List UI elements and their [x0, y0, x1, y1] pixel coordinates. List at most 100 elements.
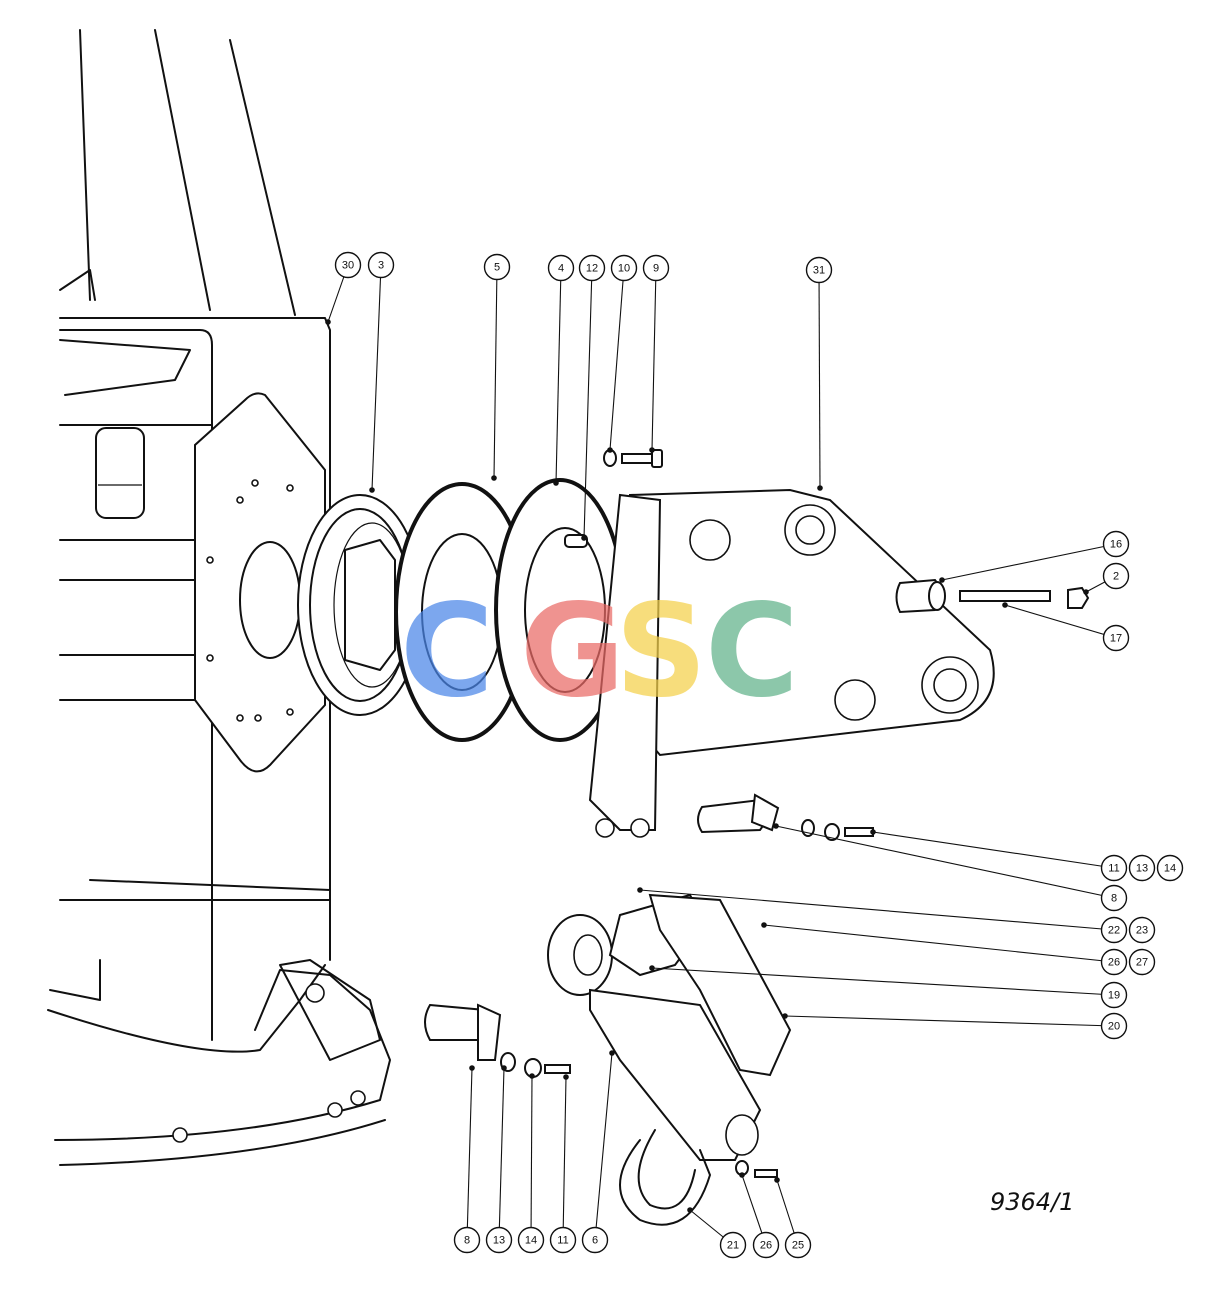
callout-label: 2: [1113, 571, 1119, 583]
callout-circle: [1128, 948, 1156, 976]
callout-circle: [610, 254, 638, 282]
leader-dot-12: [581, 535, 587, 541]
leader-line-5: [493, 266, 498, 479]
leader-dot-16: [939, 577, 945, 583]
leader-dot-22: [637, 887, 643, 893]
leader-dot-26: [739, 1172, 745, 1178]
callout-circle: [1100, 916, 1128, 944]
leader-line-6: [594, 1052, 613, 1241]
leader-dot-2: [1083, 589, 1089, 595]
callout-14: 14: [517, 1226, 545, 1254]
callout-17: 17: [1102, 624, 1130, 652]
callout-circle: [517, 1226, 545, 1254]
callout-label: 22: [1108, 925, 1120, 937]
callout-circle: [1100, 948, 1128, 976]
callout-label: 27: [1136, 957, 1148, 969]
leader-dot-31: [817, 485, 823, 491]
callout-11: 11: [549, 1226, 577, 1254]
leader-dot-20: [782, 1013, 788, 1019]
leader-dot-5: [491, 475, 497, 481]
callout-label: 8: [1111, 893, 1117, 905]
leader-line-16: [941, 543, 1117, 581]
leader-dot-13: [501, 1065, 507, 1071]
callout-label: 11: [557, 1235, 568, 1247]
callout-12: 12: [578, 254, 606, 282]
callout-label: 20: [1108, 1021, 1120, 1033]
leader-line-12: [583, 267, 593, 539]
leader-line-11: [872, 831, 1115, 869]
callout-26: 26: [1100, 948, 1128, 976]
callout-label: 8: [464, 1235, 470, 1247]
leader-line-31: [818, 269, 821, 489]
callout-circle: [805, 256, 833, 284]
callout-label: 26: [760, 1240, 772, 1252]
leader-line-10: [609, 267, 625, 451]
pin-part-8-upper: [697, 793, 874, 841]
callout-label: 14: [1164, 863, 1176, 875]
callout-20: 20: [1100, 1012, 1128, 1040]
callout-4: 4: [547, 254, 575, 282]
callout-circle: [1128, 854, 1156, 882]
callout-label: 30: [342, 260, 354, 272]
callout-circle: [549, 1226, 577, 1254]
watermark-letter-g: G: [520, 577, 625, 726]
callout-circle: [642, 254, 670, 282]
callout-label: 4: [558, 263, 564, 275]
leader-dot-11: [870, 829, 876, 835]
callout-21: 21: [719, 1231, 747, 1259]
leader-lines: [325, 264, 1117, 1246]
callout-13: 13: [485, 1226, 513, 1254]
leader-dot-17: [1002, 602, 1008, 608]
callout-label: 19: [1108, 990, 1120, 1002]
callout-circle: [1100, 1012, 1128, 1040]
leader-line-19: [651, 967, 1115, 996]
callout-circle: [453, 1226, 481, 1254]
callout-label: 12: [586, 263, 598, 275]
leader-line-22: [639, 889, 1115, 931]
leader-line-17: [1004, 604, 1117, 639]
callout-label: 3: [378, 260, 384, 272]
watermark-letter-c: C: [400, 577, 494, 726]
callout-27: 27: [1128, 948, 1156, 976]
callout-label: 14: [525, 1235, 537, 1247]
callout-label: 17: [1110, 633, 1122, 645]
leader-line-13: [498, 1067, 505, 1241]
callout-circle: [1102, 624, 1130, 652]
leader-dot-25: [774, 1177, 780, 1183]
callout-label: 9: [653, 263, 659, 275]
leader-dot-10: [607, 447, 613, 453]
leader-dot-9: [649, 447, 655, 453]
callout-label: 31: [813, 265, 825, 277]
callout-circle: [483, 253, 511, 281]
callout-label: 21: [727, 1240, 739, 1252]
callout-14: 14: [1156, 854, 1184, 882]
callout-label: 23: [1136, 925, 1148, 937]
callout-16: 16: [1102, 530, 1130, 558]
callout-circle: [719, 1231, 747, 1259]
callout-label: 16: [1110, 539, 1122, 551]
callout-11: 11: [1100, 854, 1128, 882]
leader-line-4: [555, 267, 562, 484]
callout-6: 6: [581, 1226, 609, 1254]
leader-dot-11: [563, 1074, 569, 1080]
callout-circle: [1102, 530, 1130, 558]
leader-dot-6: [609, 1050, 615, 1056]
callout-circle: [1100, 884, 1128, 912]
callout-label: 13: [493, 1235, 505, 1247]
pin-part-8-lower: [424, 1003, 571, 1078]
leader-dot-30: [325, 319, 331, 325]
callout-circle: [1156, 854, 1184, 882]
callout-circle: [367, 251, 395, 279]
callout-label: 5: [494, 262, 500, 274]
drawing-number: 9364/1: [990, 1188, 1074, 1216]
callout-19: 19: [1100, 981, 1128, 1009]
callout-circle: [1128, 916, 1156, 944]
spacer-bolt-assembly: [895, 578, 1090, 614]
callout-26: 26: [752, 1231, 780, 1259]
callout-8: 8: [453, 1226, 481, 1254]
leader-line-20: [784, 1015, 1115, 1027]
leader-line-8: [466, 1067, 473, 1241]
leader-dot-3: [369, 487, 375, 493]
